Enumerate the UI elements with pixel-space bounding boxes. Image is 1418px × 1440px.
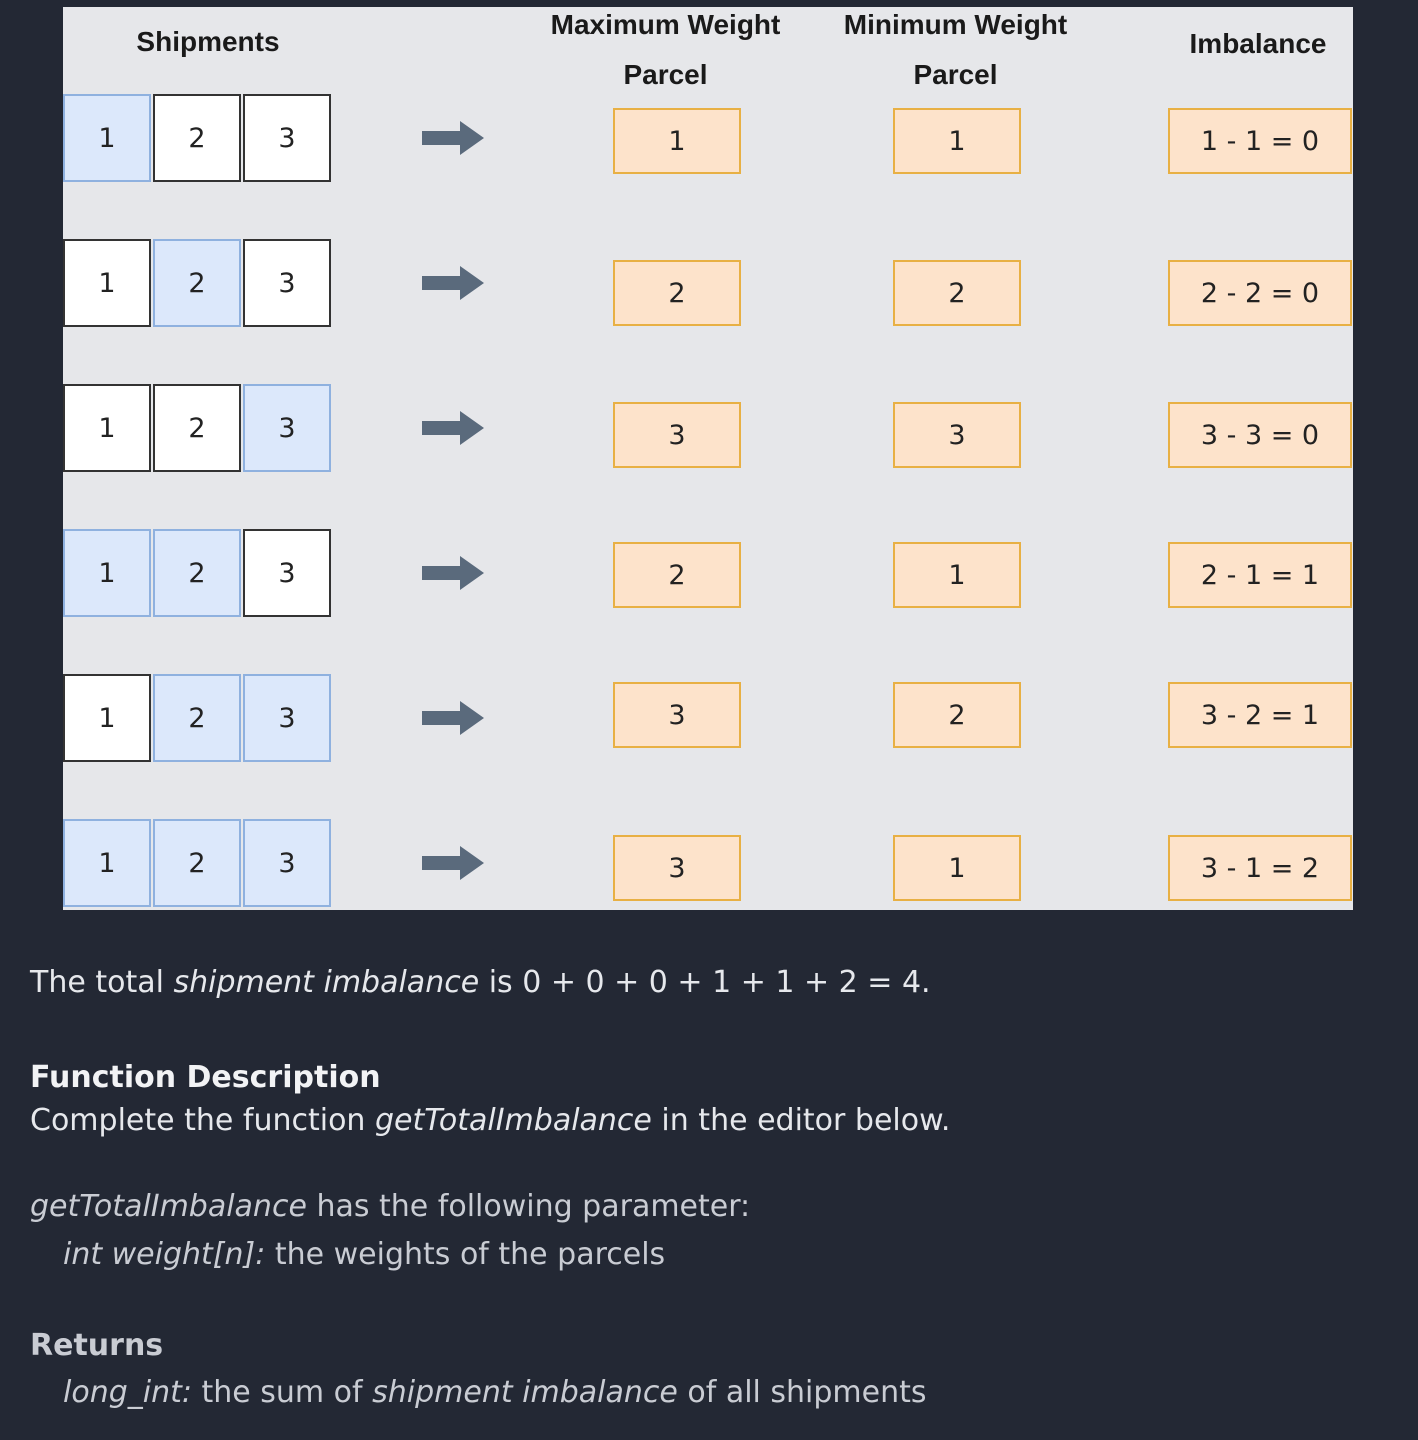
max-weight-box: 3 — [613, 682, 741, 748]
total-prefix: The total — [30, 965, 174, 1000]
parcel-cell: 1 — [63, 819, 151, 907]
parcel-cell: 3 — [243, 94, 331, 182]
header-shipments: Shipments — [136, 26, 280, 57]
right-arrow-icon — [422, 266, 484, 300]
returns-em2: shipment imbalance — [372, 1375, 678, 1410]
parcel-cell: 1 — [63, 674, 151, 762]
parcel-cell: 3 — [243, 819, 331, 907]
parcel-cell: 3 — [243, 239, 331, 327]
func-name: getTotalImbalance — [374, 1103, 652, 1138]
returns-heading: Returns — [30, 1328, 164, 1363]
parcel-cell: 2 — [153, 239, 241, 327]
parcel-cell: 1 — [63, 384, 151, 472]
parcel-cell: 2 — [153, 819, 241, 907]
parcel-cell: 2 — [153, 529, 241, 617]
header-max-line2: Parcel — [623, 59, 708, 90]
param-name: getTotalImbalance — [30, 1189, 307, 1224]
right-arrow-icon — [422, 121, 484, 155]
right-arrow-icon — [422, 556, 484, 590]
parcel-cell: 2 — [153, 94, 241, 182]
imbalance-box: 3 - 2 = 1 — [1168, 682, 1352, 748]
min-weight-box: 1 — [893, 835, 1021, 901]
parcel-cell: 2 — [153, 384, 241, 472]
header-max-weight: Maximum Weight Parcel — [528, 7, 803, 100]
imbalance-box: 3 - 3 = 0 — [1168, 402, 1352, 468]
func-suffix: in the editor below. — [651, 1103, 951, 1138]
max-weight-box: 2 — [613, 260, 741, 326]
right-arrow-icon — [422, 701, 484, 735]
returns-line: long_int: the sum of shipment imbalance … — [63, 1375, 927, 1410]
parcel-cell: 1 — [63, 239, 151, 327]
parcel-cell: 3 — [243, 674, 331, 762]
param-suffix: has the following parameter: — [306, 1189, 751, 1224]
header-min-line2: Parcel — [913, 59, 998, 90]
imbalance-box: 3 - 1 = 2 — [1168, 835, 1352, 901]
min-weight-box: 2 — [893, 260, 1021, 326]
param-em: int weight[n]: — [63, 1237, 266, 1272]
header-imbalance: Imbalance — [1189, 28, 1327, 59]
max-weight-box: 1 — [613, 108, 741, 174]
total-suffix: is 0 + 0 + 0 + 1 + 1 + 2 = 4. — [479, 965, 931, 1000]
min-weight-box: 3 — [893, 402, 1021, 468]
parcel-cell: 1 — [63, 94, 151, 182]
total-imbalance-line: The total shipment imbalance is 0 + 0 + … — [30, 965, 931, 1000]
right-arrow-icon — [422, 846, 484, 880]
shipment-diagram: Shipments Maximum Weight Parcel Minimum … — [63, 7, 1353, 910]
max-weight-box: 3 — [613, 835, 741, 901]
right-arrow-icon — [422, 411, 484, 445]
parcel-cell: 1 — [63, 529, 151, 617]
header-min-weight: Minimum Weight Parcel — [818, 7, 1093, 100]
min-weight-box: 1 — [893, 542, 1021, 608]
header-max-line1: Maximum Weight — [550, 9, 781, 40]
function-description-line: Complete the function getTotalImbalance … — [30, 1103, 950, 1138]
imbalance-box: 2 - 1 = 1 — [1168, 542, 1352, 608]
parameter-line: getTotalImbalance has the following para… — [30, 1189, 750, 1224]
min-weight-box: 1 — [893, 108, 1021, 174]
function-description-heading: Function Description — [30, 1060, 381, 1095]
param-desc: the weights of the parcels — [265, 1237, 666, 1272]
returns-em: long_int: — [63, 1375, 192, 1410]
max-weight-box: 3 — [613, 402, 741, 468]
min-weight-box: 2 — [893, 682, 1021, 748]
returns-suffix: of all shipments — [677, 1375, 927, 1410]
imbalance-box: 2 - 2 = 0 — [1168, 260, 1352, 326]
total-em: shipment imbalance — [173, 965, 480, 1000]
imbalance-box: 1 - 1 = 0 — [1168, 108, 1352, 174]
parameter-detail-line: int weight[n]: the weights of the parcel… — [63, 1237, 665, 1272]
parcel-cell: 3 — [243, 384, 331, 472]
parcel-cell: 3 — [243, 529, 331, 617]
parcel-cell: 2 — [153, 674, 241, 762]
header-min-line1: Minimum Weight — [843, 9, 1068, 40]
returns-mid: the sum of — [191, 1375, 373, 1410]
func-prefix: Complete the function — [30, 1103, 375, 1138]
max-weight-box: 2 — [613, 542, 741, 608]
